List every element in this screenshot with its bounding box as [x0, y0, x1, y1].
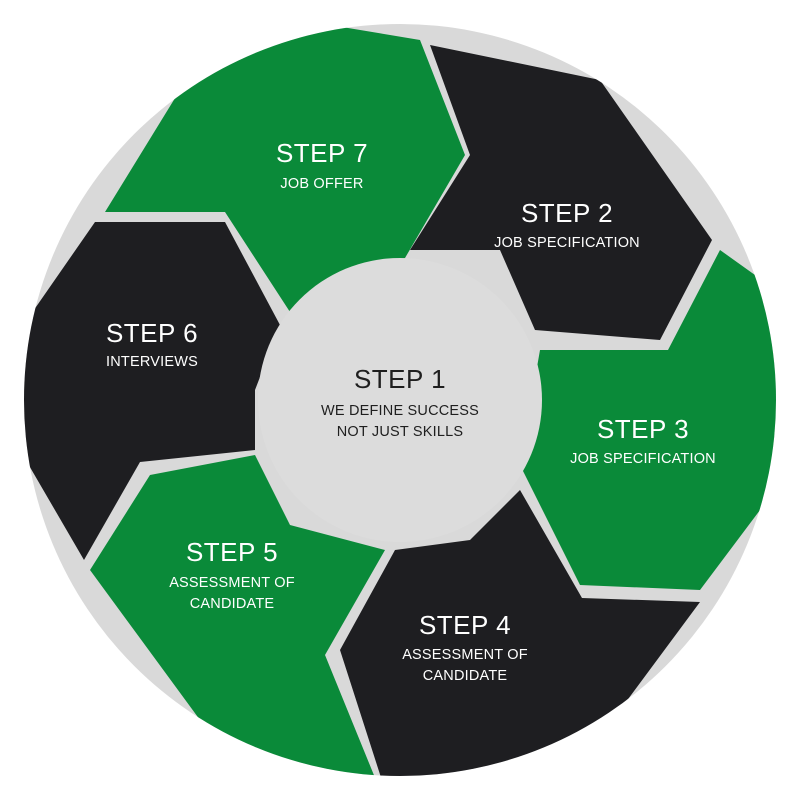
step-5-line-1: ASSESSMENT OF	[169, 575, 295, 591]
center-circle	[258, 258, 542, 542]
step-7-line-1: JOB OFFER	[280, 176, 363, 192]
center-line-2: NOT JUST SKILLS	[337, 424, 464, 440]
step-4-line-1: ASSESSMENT OF	[402, 647, 528, 663]
step-7-label: STEP 7 JOB OFFER	[276, 138, 368, 192]
segment-step-3	[520, 250, 776, 590]
step-4-label: STEP 4 ASSESSMENT OF CANDIDATE	[402, 610, 528, 684]
step-2-title: STEP 2	[521, 198, 613, 228]
step-6-title: STEP 6	[106, 318, 198, 348]
center-line-1: WE DEFINE SUCCESS	[321, 403, 479, 419]
segment-step-6	[24, 222, 280, 560]
step-2-label: STEP 2 JOB SPECIFICATION	[494, 198, 640, 251]
step-3-label: STEP 3 JOB SPECIFICATION	[570, 414, 716, 467]
step-4-line-2: CANDIDATE	[423, 668, 508, 684]
step-5-line-2: CANDIDATE	[190, 596, 275, 612]
step-4-title: STEP 4	[419, 610, 511, 640]
center-title: STEP 1	[354, 364, 446, 394]
step-5-title: STEP 5	[186, 537, 278, 567]
segment-step-5	[90, 455, 385, 776]
step-5-label: STEP 5 ASSESSMENT OF CANDIDATE	[169, 537, 295, 612]
step-7-title: STEP 7	[276, 138, 368, 168]
segment-step-7	[105, 24, 465, 312]
center-label: STEP 1 WE DEFINE SUCCESS NOT JUST SKILLS	[321, 364, 479, 440]
segment-step-2	[410, 45, 712, 340]
step-6-line-1: INTERVIEWS	[106, 354, 198, 370]
step-3-line-1: JOB SPECIFICATION	[570, 451, 716, 467]
step-6-label: STEP 6 INTERVIEWS	[106, 318, 198, 370]
step-3-title: STEP 3	[597, 414, 689, 444]
step-2-line-1: JOB SPECIFICATION	[494, 235, 640, 251]
